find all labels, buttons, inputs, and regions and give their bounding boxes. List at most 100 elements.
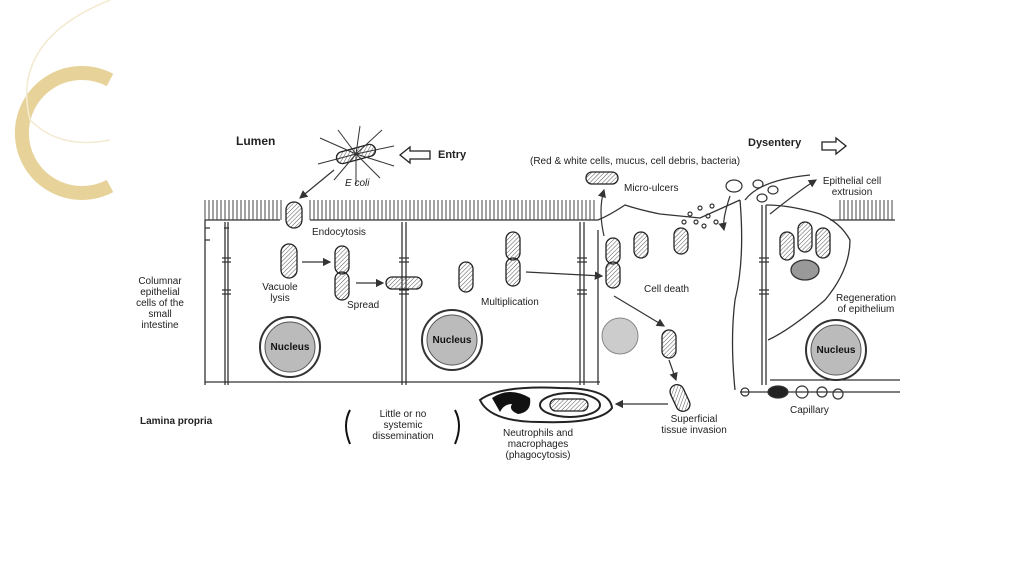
spread-label: Spread xyxy=(347,300,380,311)
phagocytosis-line-2: macrophages xyxy=(507,439,569,450)
bacterium-death-2 xyxy=(605,261,621,289)
nucleus-3-inner xyxy=(810,324,862,376)
right-paren xyxy=(454,409,460,445)
arrow-ecoli-to-endocytosis xyxy=(299,169,335,199)
nucleus-1-inner xyxy=(264,321,316,373)
cell-death-label: Cell death xyxy=(644,284,690,295)
dysentery-arrow-icon xyxy=(821,136,848,156)
extrusion-label: Epithelial cell extrusion xyxy=(812,176,892,198)
blood-cell xyxy=(767,385,789,399)
bacterium-mult-1 xyxy=(458,261,474,293)
columnar-line-3: cells of the xyxy=(136,298,184,309)
extrusion-line-1: Epithelial cell xyxy=(822,176,882,187)
ecoli-label: E coli xyxy=(345,178,370,189)
bacterium-death-1 xyxy=(605,237,621,265)
bacterium-death-4 xyxy=(673,227,689,255)
left-paren xyxy=(345,409,351,445)
debris-cell xyxy=(725,179,743,193)
bacterium-endocytosis xyxy=(285,201,303,229)
debris-dot xyxy=(713,219,719,225)
neutrophil-nucleus xyxy=(492,392,531,414)
dysentery-label: Dysentery xyxy=(748,137,802,149)
bacterium-regen-1 xyxy=(797,221,813,253)
bacterium-mult-2 xyxy=(505,231,521,261)
tissue-invasion-line-2: tissue invasion xyxy=(661,425,727,436)
regeneration-line-1: Regeneration xyxy=(835,293,897,304)
blood-cell xyxy=(795,385,809,399)
epithelium-outline xyxy=(204,174,900,393)
columnar-line-4: small xyxy=(148,309,172,320)
blood-cell xyxy=(740,387,750,397)
nuclei xyxy=(259,309,867,381)
bacterium-vacuole xyxy=(280,243,298,279)
lamina-propria-label: Lamina propria xyxy=(140,416,213,427)
entry-arrow-icon xyxy=(398,145,431,165)
dissemination-line-2: systemic xyxy=(383,420,423,431)
debris-cell xyxy=(756,193,768,203)
debris-dot xyxy=(681,219,687,225)
dissemination-line-1: Little or no xyxy=(379,409,427,420)
regeneration-label: Regeneration of epithelium xyxy=(818,293,914,315)
bacterium-spread-3 xyxy=(385,276,423,290)
entry-label: Entry xyxy=(438,149,467,161)
capillary-label: Capillary xyxy=(790,405,829,416)
nucleus-label-2: Nucleus xyxy=(432,335,472,346)
arrow-invasion-down xyxy=(668,359,678,382)
debris-cell xyxy=(752,179,764,189)
dissemination-label: Little or no systemic dissemination xyxy=(356,409,450,442)
regenerating-nucleus xyxy=(790,259,820,281)
bacterium-death-3 xyxy=(633,231,649,259)
bacterium-spread-1 xyxy=(334,245,350,275)
columnar-line-5: intestine xyxy=(141,320,179,331)
dysentery-detail-label: (Red & white cells, mucus, cell debris, … xyxy=(530,156,741,167)
debris-dot xyxy=(687,211,693,217)
micro-ulcers-label: Micro-ulcers xyxy=(624,183,679,194)
nucleus-label-3: Nucleus xyxy=(816,345,856,356)
vacuole-lysis-line-2: lysis xyxy=(270,293,290,304)
vacuole-lysis-label: Vacuole lysis xyxy=(250,282,310,304)
engulfed-bacterium xyxy=(549,398,589,412)
regenerating-cell-outline xyxy=(765,204,851,341)
vacuole-lysis-line-1: Vacuole xyxy=(262,282,298,293)
blood-cell xyxy=(816,386,828,398)
ecoli-rays xyxy=(317,125,395,184)
debris-dot xyxy=(701,223,707,229)
columnar-line-2: epithelial xyxy=(140,287,180,298)
bacterium-regen-3 xyxy=(779,231,795,261)
arrow-to-extrusion xyxy=(769,179,818,215)
bacterium-invasion-2 xyxy=(669,384,691,412)
bacteria xyxy=(280,143,831,412)
debris-cell xyxy=(767,185,779,195)
tissue-invasion-line-1: Superficial xyxy=(670,414,718,425)
debris-dot xyxy=(693,219,699,225)
gold-ring-decoration xyxy=(14,66,114,200)
bacterium-microulcer xyxy=(585,171,619,185)
columnar-line-1: Columnar xyxy=(138,276,182,287)
capillary-cells xyxy=(740,385,844,400)
tissue-invasion-label: Superficial tissue invasion xyxy=(644,414,744,436)
arrow-debris xyxy=(718,195,731,232)
regeneration-line-2: of epithelium xyxy=(837,304,895,315)
phagocytosis-label: Neutrophils and macrophages (phagocytosi… xyxy=(488,428,588,461)
lumen-label: Lumen xyxy=(236,134,276,148)
debris-dot xyxy=(705,213,711,219)
debris-dot xyxy=(697,205,703,211)
endocytosis-label: Endocytosis xyxy=(312,227,366,238)
thin-arc-decoration xyxy=(25,0,111,144)
debris-dot xyxy=(709,203,715,209)
arrow-to-cell-death xyxy=(525,271,604,280)
dying-nucleus xyxy=(601,317,639,355)
phagocytosis-line-1: Neutrophils and xyxy=(502,428,574,439)
arrow-to-invasion xyxy=(613,295,666,327)
flow-arrows xyxy=(299,169,818,409)
bacterium-mult-3 xyxy=(505,257,521,287)
microvilli-left xyxy=(204,200,893,220)
debris xyxy=(681,179,779,229)
nucleus-label-1: Nucleus xyxy=(270,342,310,353)
phagocytosis-line-3: (phagocytosis) xyxy=(505,450,571,461)
arrow-to-micro-ulcers xyxy=(597,188,606,237)
columnar-label: Columnar epithelial cells of the small i… xyxy=(130,276,190,331)
